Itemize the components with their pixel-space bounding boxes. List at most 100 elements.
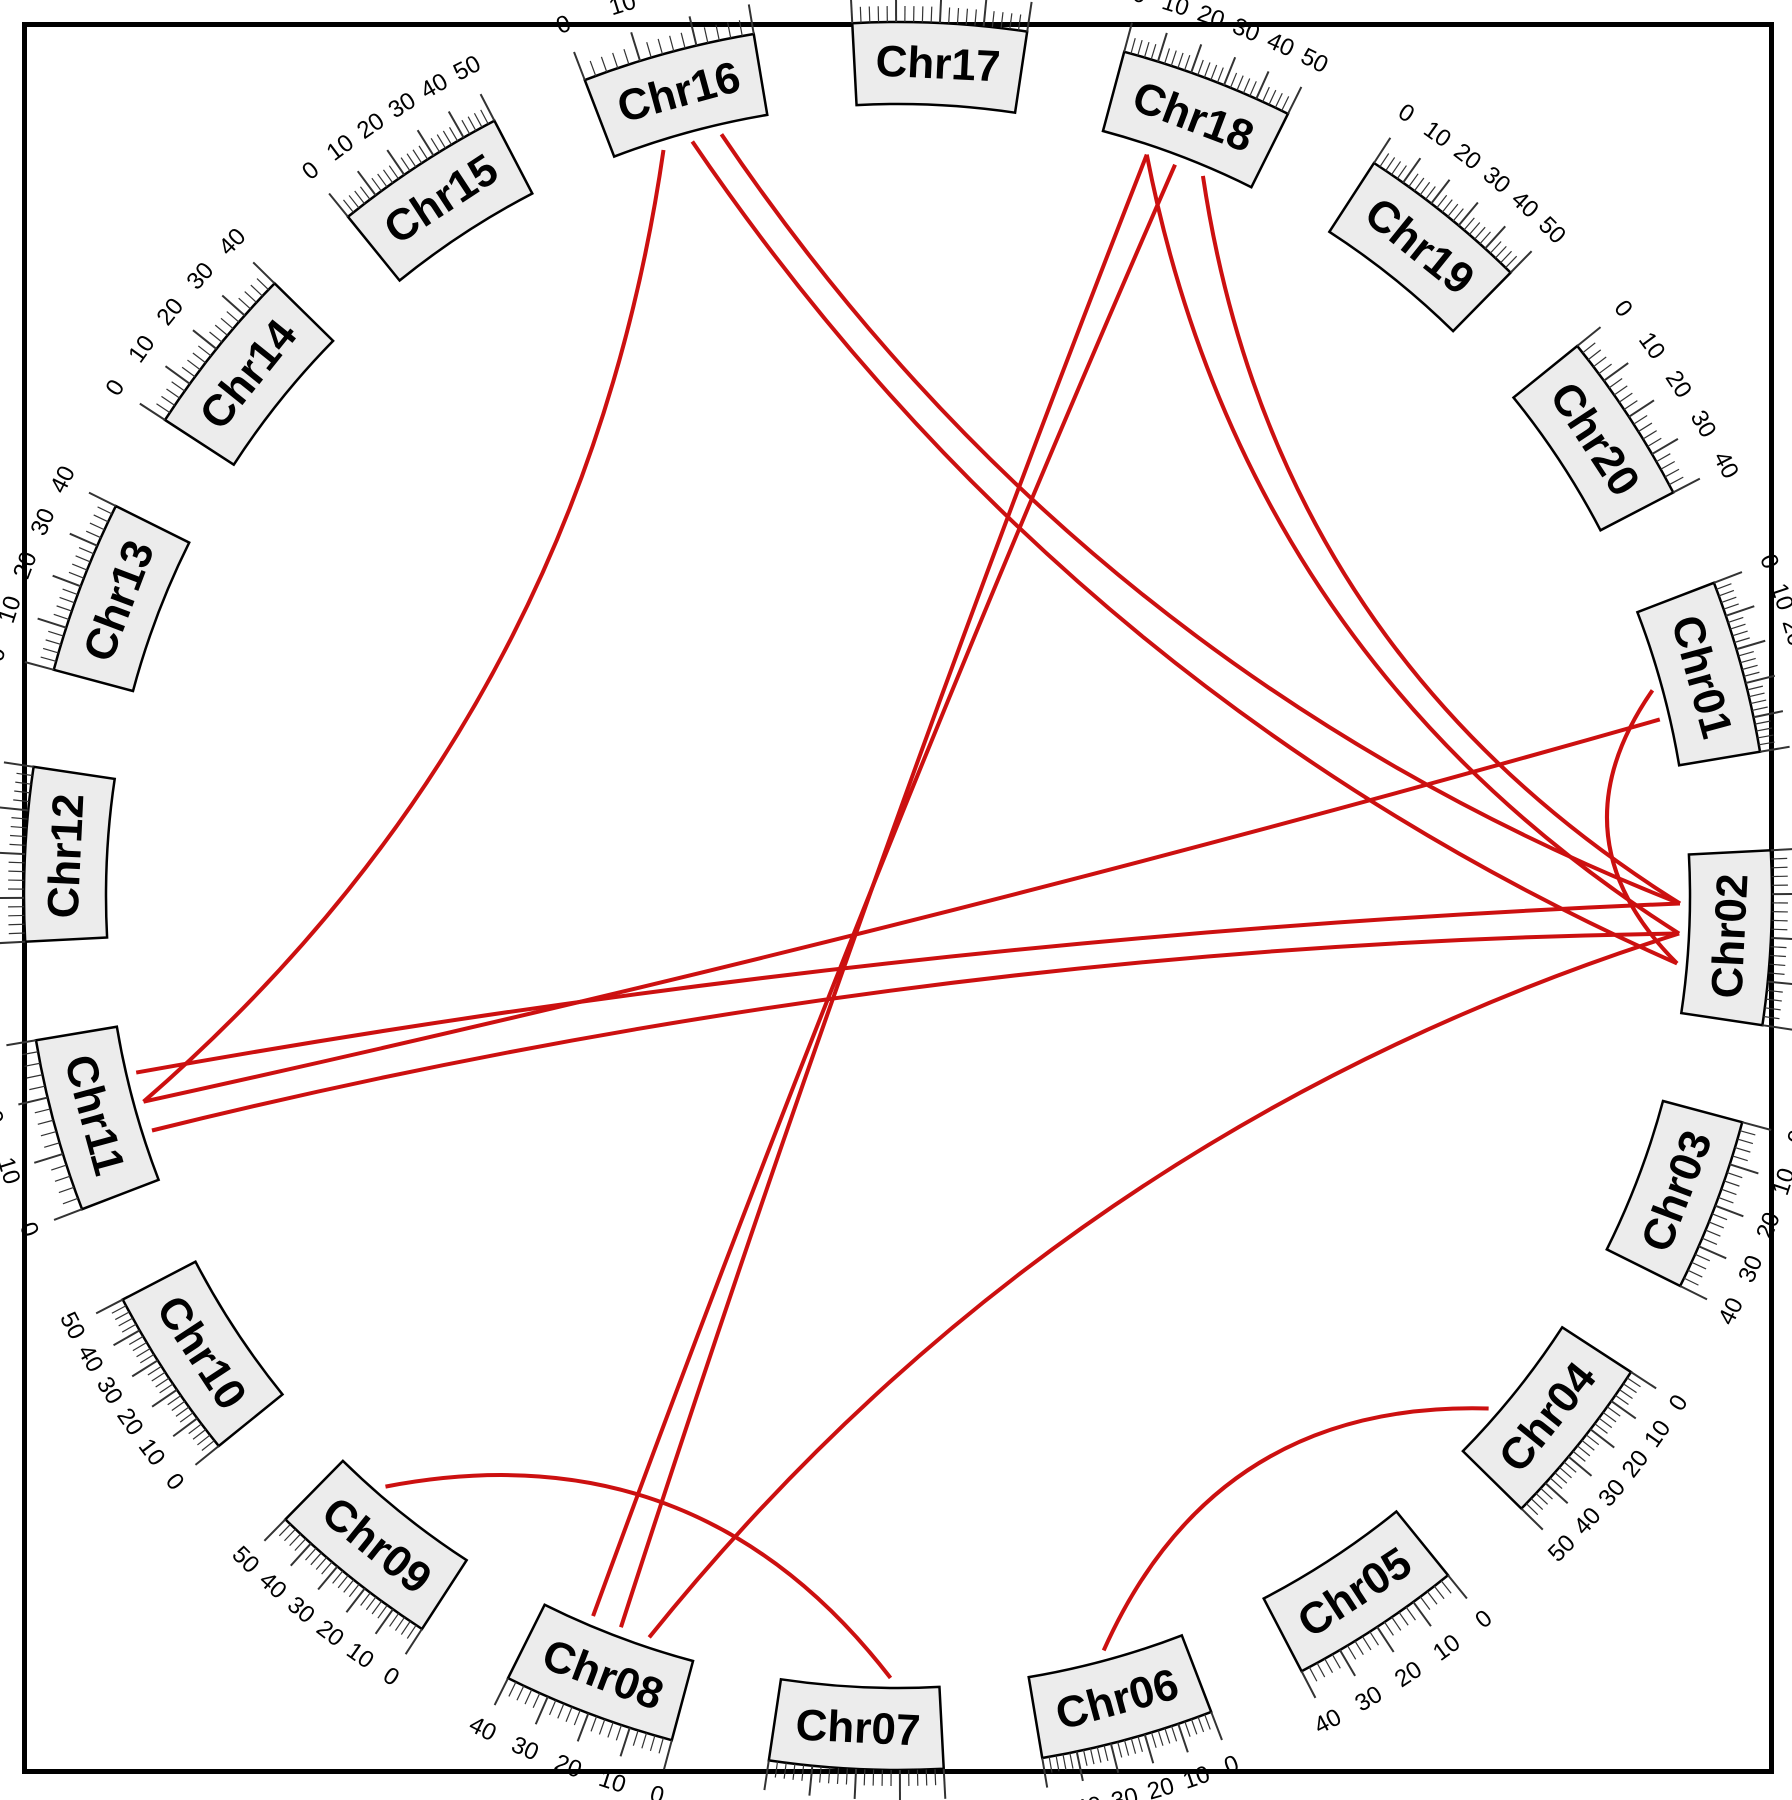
- minor-tick: [1183, 55, 1191, 71]
- minor-tick: [1017, 14, 1022, 31]
- minor-tick: [1721, 596, 1737, 604]
- minor-tick: [1535, 1492, 1549, 1505]
- minor-tick: [1770, 946, 1787, 949]
- minor-tick: [1594, 1423, 1608, 1434]
- tick-label: 0: [297, 156, 324, 185]
- minor-tick: [192, 1429, 207, 1440]
- minor-tick: [442, 130, 453, 145]
- minor-tick: [1384, 1621, 1394, 1636]
- synteny-link: [591, 163, 1177, 1617]
- tick-label: 20: [1144, 1772, 1177, 1800]
- chromosome-box: [1635, 581, 1762, 767]
- tick-label: 40: [416, 68, 453, 105]
- synteny-link: [142, 149, 666, 1104]
- tick-label: 10: [1159, 0, 1193, 22]
- synteny-link: [385, 1473, 893, 1680]
- minor-tick: [565, 1706, 573, 1722]
- minor-tick: [1123, 1739, 1130, 1756]
- minor-tick: [1236, 75, 1244, 91]
- minor-tick: [1204, 1714, 1211, 1730]
- major-tick: [1300, 1670, 1317, 1699]
- minor-tick: [1726, 1172, 1743, 1179]
- minor-tick: [1664, 468, 1680, 478]
- minor-tick: [1734, 1146, 1751, 1153]
- minor-tick: [13, 799, 30, 803]
- chromosome-chr01: 01020304050Chr01: [1635, 551, 1792, 767]
- major-tick: [1255, 71, 1270, 100]
- chromosome-box: [1461, 1325, 1633, 1511]
- synteny-link: [690, 140, 1678, 966]
- tick-label: 10: [1767, 1165, 1792, 1199]
- synteny-link: [1144, 154, 1681, 936]
- minor-tick: [1741, 664, 1758, 671]
- minor-tick: [516, 1685, 525, 1701]
- minor-tick: [26, 1074, 43, 1079]
- minor-tick: [1633, 415, 1648, 425]
- tick-label: 20: [1751, 1209, 1786, 1244]
- minor-tick: [22, 1051, 39, 1056]
- major-tick: [1109, 1743, 1120, 1774]
- minor-tick: [632, 1730, 639, 1746]
- minor-tick: [1096, 1746, 1102, 1763]
- chromosome-box: [1605, 1099, 1744, 1288]
- minor-tick: [1748, 692, 1765, 698]
- minor-tick: [62, 588, 78, 596]
- tick-label: 0: [1664, 1390, 1694, 1416]
- minor-tick: [1737, 1138, 1754, 1145]
- minor-tick: [1468, 222, 1481, 235]
- minor-tick: [1585, 1434, 1600, 1446]
- minor-tick: [1440, 1580, 1452, 1594]
- tick-label: 20: [1449, 138, 1487, 176]
- minor-tick: [360, 1592, 371, 1606]
- tick-label: 40: [45, 462, 81, 498]
- minor-tick: [1505, 255, 1518, 269]
- minor-tick: [448, 126, 459, 142]
- minor-tick: [365, 1596, 377, 1611]
- minor-tick: [1408, 173, 1419, 188]
- minor-tick: [1549, 1477, 1563, 1489]
- minor-tick: [75, 555, 91, 563]
- minor-tick: [590, 1716, 598, 1732]
- minor-tick: [1197, 59, 1204, 76]
- minor-tick: [1582, 342, 1596, 354]
- minor-tick: [53, 613, 70, 620]
- minor-tick: [473, 112, 483, 128]
- tick-label: 30: [1787, 652, 1792, 684]
- minor-tick: [1608, 378, 1623, 389]
- minor-tick: [1170, 1725, 1178, 1742]
- minor-tick: [1771, 866, 1788, 869]
- minor-tick: [59, 596, 75, 604]
- tick-label: 50: [449, 50, 485, 86]
- minor-tick: [1769, 963, 1786, 967]
- major-tick: [573, 51, 586, 81]
- minor-tick: [524, 1689, 533, 1705]
- tick-label: 10: [123, 330, 161, 367]
- major-tick: [1156, 32, 1168, 62]
- minor-tick: [197, 1434, 211, 1446]
- minor-tick: [1606, 1406, 1621, 1417]
- tick-label: 0: [1782, 1127, 1792, 1147]
- minor-tick: [155, 1377, 170, 1388]
- minor-tick: [1718, 1196, 1734, 1204]
- major-tick: [192, 329, 218, 350]
- minor-tick: [85, 530, 102, 539]
- minor-tick: [1723, 603, 1739, 610]
- minor-tick: [151, 1371, 166, 1382]
- major-tick: [1679, 1285, 1708, 1301]
- tick-label: 0: [14, 1219, 44, 1241]
- minor-tick: [377, 173, 388, 188]
- minor-tick: [1268, 89, 1277, 105]
- minor-tick: [657, 38, 664, 55]
- chromosome-box: [506, 1603, 695, 1742]
- minor-tick: [646, 42, 652, 58]
- minor-tick: [1324, 1658, 1334, 1674]
- major-tick: [1373, 137, 1392, 164]
- major-tick: [356, 170, 377, 196]
- minor-tick: [10, 825, 27, 829]
- major-tick: [1736, 639, 1766, 651]
- tick-label: 40: [1073, 1791, 1105, 1800]
- tick-label: 40: [1506, 186, 1544, 224]
- chromosome-chr12: 010203040Chr12: [0, 761, 117, 945]
- synteny-link: [135, 901, 1681, 1075]
- minor-tick: [1474, 226, 1486, 240]
